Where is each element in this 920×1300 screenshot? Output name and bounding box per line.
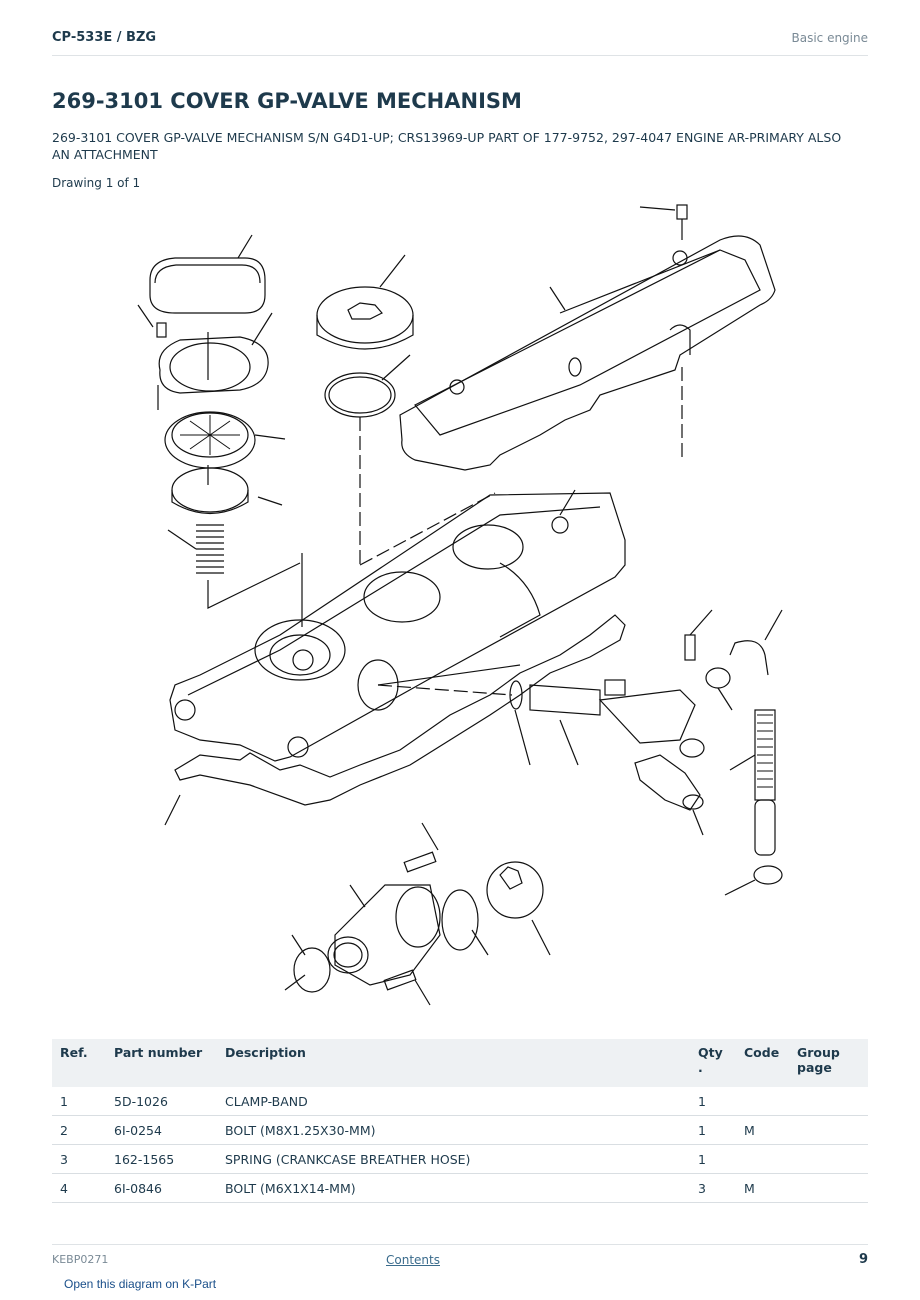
exploded-parts-diagram — [137, 204, 783, 1006]
cell-ref: 2 — [52, 1115, 106, 1145]
cell-group-page — [789, 1087, 868, 1116]
parts-table: Ref. Part number Description Qty . Code … — [52, 1039, 868, 1203]
outer-valve-cover — [399, 204, 776, 471]
table-row: 1 5D-1026 CLAMP-BAND 1 — [52, 1087, 868, 1116]
section-name: Basic engine — [791, 31, 868, 45]
cell-code: M — [736, 1173, 789, 1203]
cell-part-number: 162-1565 — [106, 1144, 217, 1174]
cell-description: CLAMP-BAND — [217, 1087, 690, 1116]
contents-link[interactable]: Contents — [386, 1253, 440, 1267]
col-code: Code — [736, 1039, 789, 1087]
cell-qty: 1 — [690, 1144, 736, 1174]
cell-qty: 3 — [690, 1173, 736, 1203]
open-in-kpart-link[interactable]: Open this diagram on K-Part — [64, 1277, 217, 1291]
page-title: 269-3101 COVER GP-VALVE MECHANISM — [52, 89, 522, 113]
footer-divider — [52, 1244, 868, 1245]
cell-group-page — [789, 1115, 868, 1145]
cell-part-number: 6I-0254 — [106, 1115, 217, 1145]
drawing-counter: Drawing 1 of 1 — [52, 176, 141, 190]
document-code: CP-533E / BZG — [52, 30, 157, 45]
col-group-page: Group page — [789, 1039, 868, 1087]
cell-group-page — [789, 1173, 868, 1203]
lower-adapter-assembly — [284, 822, 551, 1006]
cell-ref: 4 — [52, 1173, 106, 1203]
cell-description: SPRING (CRANKCASE BREATHER HOSE) — [217, 1144, 690, 1174]
cell-qty: 1 — [690, 1115, 736, 1145]
cell-part-number: 5D-1026 — [106, 1087, 217, 1116]
cell-code — [736, 1144, 789, 1174]
cell-qty: 1 — [690, 1087, 736, 1116]
table-row: 4 6I-0846 BOLT (M6X1X14-MM) 3 M — [52, 1173, 868, 1203]
table-row: 3 162-1565 SPRING (CRANKCASE BREATHER HO… — [52, 1144, 868, 1174]
parts-table-header: Ref. Part number Description Qty . Code … — [52, 1039, 868, 1087]
cell-ref: 3 — [52, 1144, 106, 1174]
col-description: Description — [217, 1039, 690, 1087]
footer-doc-id: KEBP0271 — [52, 1253, 109, 1266]
page-number: 9 — [858, 1252, 868, 1267]
header-divider — [52, 55, 868, 56]
cover-gasket — [164, 614, 626, 826]
page-subtitle: 269-3101 COVER GP-VALVE MECHANISM S/N G4… — [52, 130, 842, 162]
cell-description: BOLT (M8X1.25X30-MM) — [217, 1115, 690, 1145]
cell-description: BOLT (M6X1X14-MM) — [217, 1173, 690, 1203]
cell-code — [736, 1087, 789, 1116]
rocker-cover-body — [169, 489, 626, 762]
cell-code: M — [736, 1115, 789, 1145]
table-row: 2 6I-0254 BOLT (M8X1.25X30-MM) 1 M — [52, 1115, 868, 1145]
col-qty: Qty . — [690, 1039, 736, 1087]
cell-group-page — [789, 1144, 868, 1174]
breather-pipe-assembly — [509, 609, 783, 896]
breather-cap-assembly — [137, 234, 303, 627]
col-ref: Ref. — [52, 1039, 106, 1087]
col-part-number: Part number — [106, 1039, 217, 1087]
oil-filler-cap-group — [316, 254, 496, 566]
cell-part-number: 6I-0846 — [106, 1173, 217, 1203]
cell-ref: 1 — [52, 1087, 106, 1116]
